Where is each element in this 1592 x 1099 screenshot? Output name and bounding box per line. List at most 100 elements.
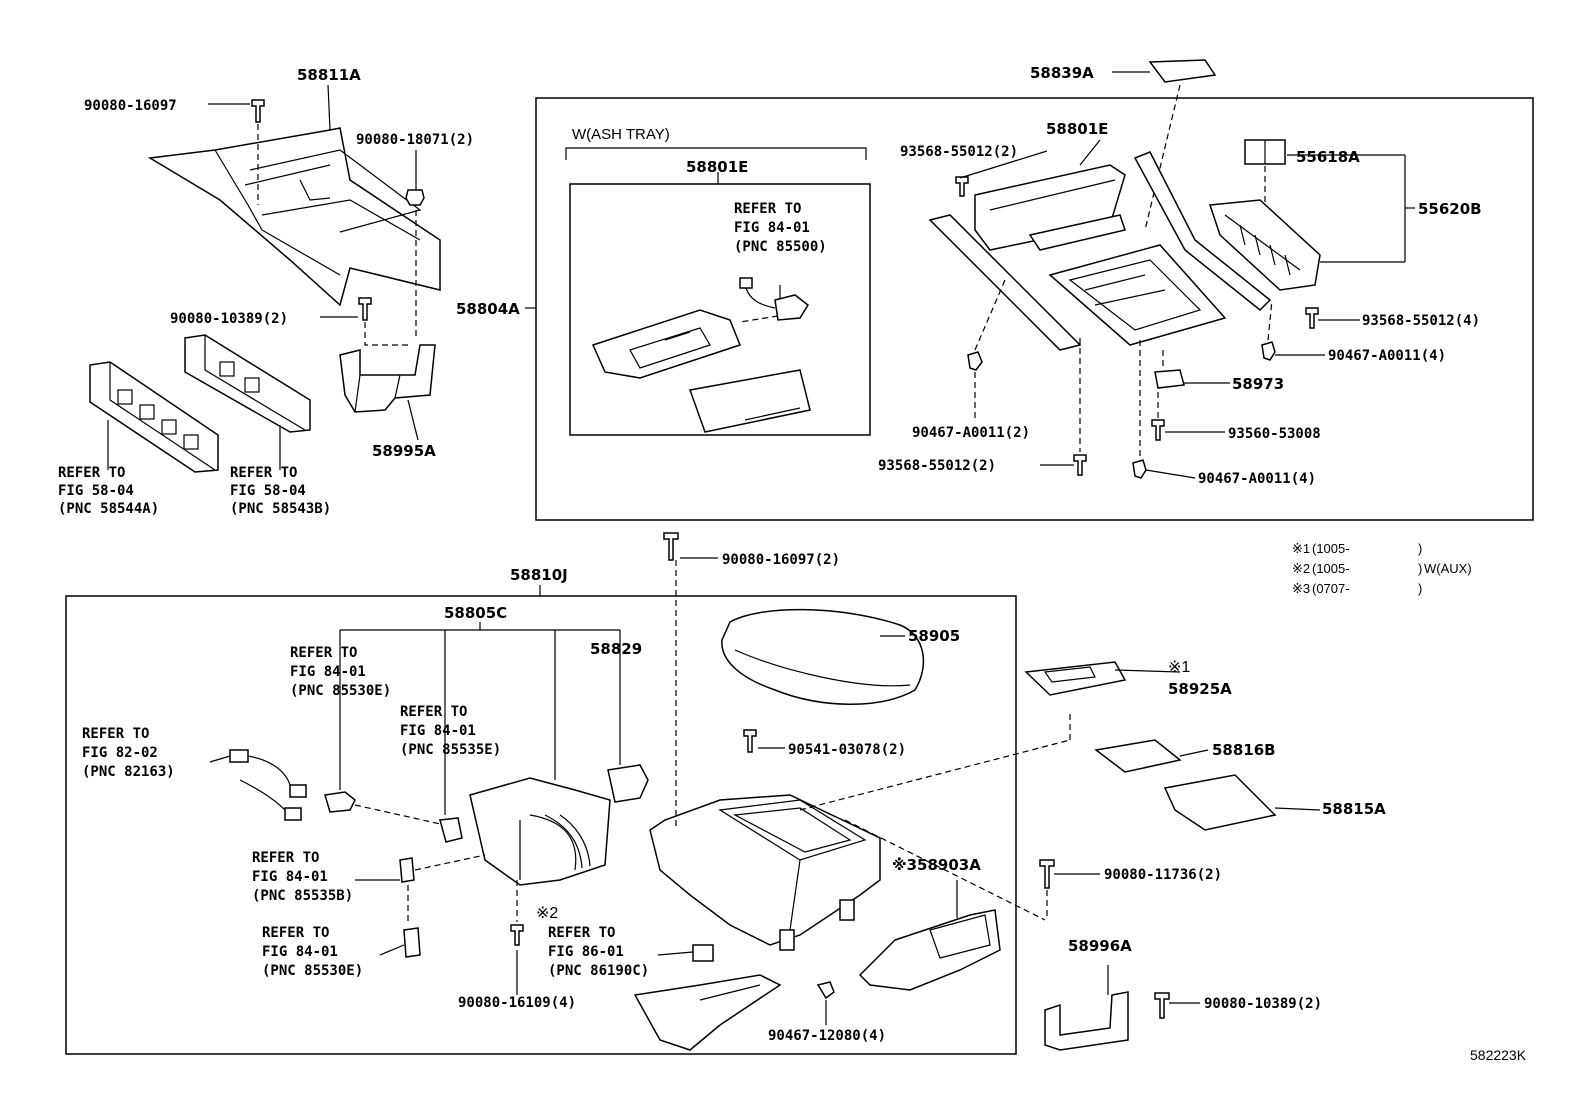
- label-93568-55012-b: 93568-55012(4): [1362, 313, 1480, 329]
- label-90467-12080: 90467-12080(4): [768, 1028, 886, 1044]
- refer-86190C-line2: FIG 86-01: [548, 944, 624, 960]
- label-90080-16097: 90080-16097: [84, 98, 177, 114]
- ash-tray-subframe: [569, 183, 871, 436]
- refer-85530E2-line1: REFER TO: [262, 925, 329, 941]
- harness-82163: [229, 749, 307, 821]
- lower-trim-left: [633, 974, 782, 1051]
- refer-58544A-line3: (PNC 58544A): [58, 501, 159, 517]
- socket-85535E: [439, 817, 463, 843]
- refer-85535E-line2: FIG 84-01: [400, 723, 476, 739]
- label-90467-A0011-c: 90467-A0011(4): [1198, 471, 1316, 487]
- note-3-range: (0707-: [1312, 581, 1350, 596]
- clip-icon: [967, 351, 983, 371]
- label-55618A: 55618A: [1296, 148, 1360, 166]
- note-mark-2: ※2: [536, 905, 558, 922]
- label-90541-03078: 90541-03078(2): [788, 742, 906, 758]
- switch-panel-58544A: [89, 361, 219, 473]
- refer-86190C-line1: REFER TO: [548, 925, 615, 941]
- holder-55620B: [1208, 199, 1321, 291]
- screw-icon: [663, 532, 679, 561]
- label-90080-10389-lower: 90080-10389(2): [1204, 996, 1322, 1012]
- screw-icon: [1039, 859, 1055, 889]
- label-58996A: 58996A: [1068, 937, 1132, 955]
- label-58801E: 58801E: [1046, 120, 1108, 138]
- label-58810J: 58810J: [510, 566, 568, 584]
- screw-icon: [1305, 307, 1319, 329]
- note-3-close: ): [1418, 581, 1422, 596]
- label-55620B: 55620B: [1418, 200, 1482, 218]
- label-90080-16109: 90080-16109(4): [458, 995, 576, 1011]
- refer-86190C-line3: (PNC 86190C): [548, 963, 649, 979]
- nut-icon: [405, 189, 425, 206]
- bracket-58973: [1154, 369, 1185, 389]
- refer-85530E-line1: REFER TO: [290, 645, 357, 661]
- plate-58925A: [1024, 661, 1127, 696]
- label-58995A: 58995A: [372, 442, 436, 460]
- connector-85535B: [399, 857, 415, 883]
- rail-right: [1133, 151, 1272, 312]
- screw-icon: [955, 176, 969, 197]
- screw-icon: [743, 729, 757, 753]
- switch-panel-58543B: [184, 334, 311, 433]
- label-w-ash-tray: W(ASH TRAY): [572, 126, 670, 143]
- label-90080-16097-lower: 90080-16097(2): [722, 552, 840, 568]
- note-mark-1: ※1: [1168, 659, 1190, 676]
- refer-82163-line1: REFER TO: [82, 726, 149, 742]
- note-1-range: (1005-: [1312, 541, 1350, 556]
- label-93568-55012-a: 93568-55012(2): [900, 144, 1018, 160]
- ash-tray-lid: [688, 369, 811, 433]
- refer-85530E2-line2: FIG 84-01: [262, 944, 338, 960]
- screw-icon: [1151, 419, 1165, 441]
- socket-85530E: [324, 791, 356, 813]
- diagram-code: 582223K: [1470, 1047, 1527, 1063]
- clip-icon: [1261, 341, 1276, 361]
- note-2-close: ): [1418, 561, 1422, 576]
- refer-85535B-line2: FIG 84-01: [252, 869, 328, 885]
- ash-tray-bracket: [565, 147, 867, 160]
- console-body-58811A: [147, 127, 441, 307]
- label-93568-55012-c: 93568-55012(2): [878, 458, 996, 474]
- refer-85500-line1: REFER TO: [734, 201, 801, 217]
- refer-85530E-line2: FIG 84-01: [290, 664, 366, 680]
- refer-85535E-line1: REFER TO: [400, 704, 467, 720]
- refer-58544A-line2: FIG 58-04: [58, 483, 134, 499]
- clip-icon: [1132, 459, 1147, 479]
- armrest-58905: [721, 608, 925, 705]
- label-58805C: 58805C: [444, 604, 507, 622]
- refer-58543B-line3: (PNC 58543B): [230, 501, 331, 517]
- refer-82163-line3: (PNC 82163): [82, 764, 175, 780]
- bracket-58996A: [1044, 965, 1129, 1051]
- note-1-mark: ※1: [1292, 541, 1310, 556]
- bracket-58995A: [339, 344, 436, 413]
- label-58816B: 58816B: [1212, 741, 1276, 759]
- socket-85500: [739, 277, 809, 323]
- label-90080-10389-upper: 90080-10389(2): [170, 311, 288, 327]
- compartment-58805C: [469, 777, 611, 886]
- connector-85530E: [403, 927, 421, 958]
- label-58839A: 58839A: [1030, 64, 1094, 82]
- upper-group-frame: [535, 97, 1534, 521]
- screw-icon: [1154, 992, 1170, 1019]
- note-2-mark: ※2: [1292, 561, 1310, 576]
- label-58973: 58973: [1232, 375, 1284, 393]
- screw-icon: [1073, 454, 1087, 476]
- label-93560-53008: 93560-53008: [1228, 426, 1321, 442]
- notes-legend: ※1 (1005- ) ※2 (1005- ) W(AUX) ※3 (0707-…: [1292, 541, 1472, 596]
- console-trim-upper: [928, 214, 1227, 351]
- refer-85535E-line3: (PNC 85535E): [400, 742, 501, 758]
- label-90080-18071: 90080-18071(2): [356, 132, 474, 148]
- label-90467-A0011-b: 90467-A0011(2): [912, 425, 1030, 441]
- lower-group-frame: [65, 595, 1017, 1055]
- mat-58816B: [1094, 739, 1182, 773]
- label-58829: 58829: [590, 640, 642, 658]
- refer-85535B-line3: (PNC 85535B): [252, 888, 353, 904]
- ash-tray-housing: [591, 309, 741, 379]
- panel-58903A: [858, 880, 1001, 991]
- refer-82163-line2: FIG 82-02: [82, 745, 158, 761]
- refer-85530E-line3: (PNC 85530E): [290, 683, 391, 699]
- note-2-range: (1005-: [1312, 561, 1350, 576]
- label-58925A: 58925A: [1168, 680, 1232, 698]
- note-2-extra: W(AUX): [1424, 561, 1472, 576]
- label-90080-11736: 90080-11736(2): [1104, 867, 1222, 883]
- label-58903A: ※358903A: [892, 856, 981, 874]
